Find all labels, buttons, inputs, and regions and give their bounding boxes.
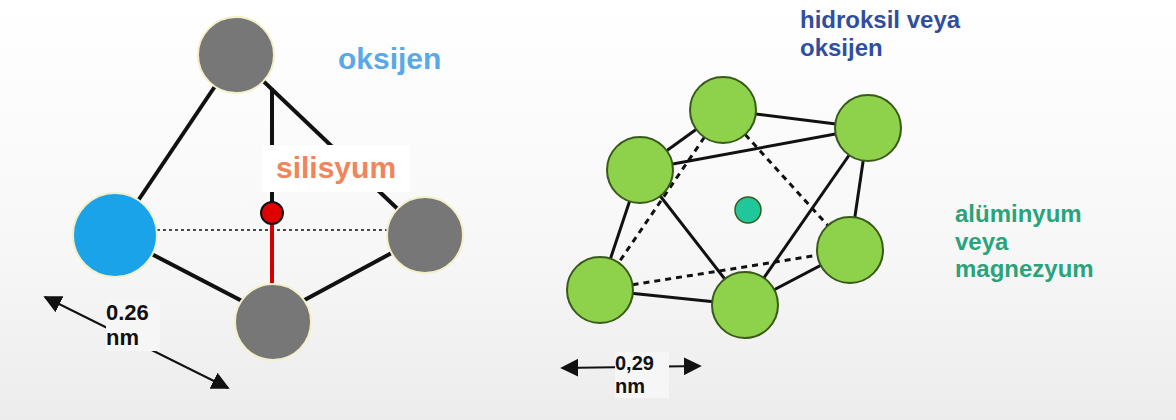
oxygen-atom <box>73 193 157 277</box>
dimension-label: 0.26 nm <box>106 300 160 351</box>
oxygen-atom <box>235 284 311 360</box>
atom-label: silisyum <box>262 145 410 192</box>
dimension-arrow <box>45 297 228 388</box>
tetrahedron <box>115 55 425 317</box>
silicon-atom <box>261 202 283 224</box>
atom-label: hidroksil veya oksijen <box>800 6 1010 61</box>
oxygen-atom <box>387 197 463 273</box>
dimension-label: 0,29 nm <box>615 352 669 398</box>
atom-label: alüminyum veya magnezyum <box>955 200 1115 283</box>
metal-atom <box>735 197 761 223</box>
oxygen-atom <box>198 17 274 93</box>
hydroxyl-atoms <box>567 77 901 338</box>
atom-label: oksijen <box>338 42 441 77</box>
